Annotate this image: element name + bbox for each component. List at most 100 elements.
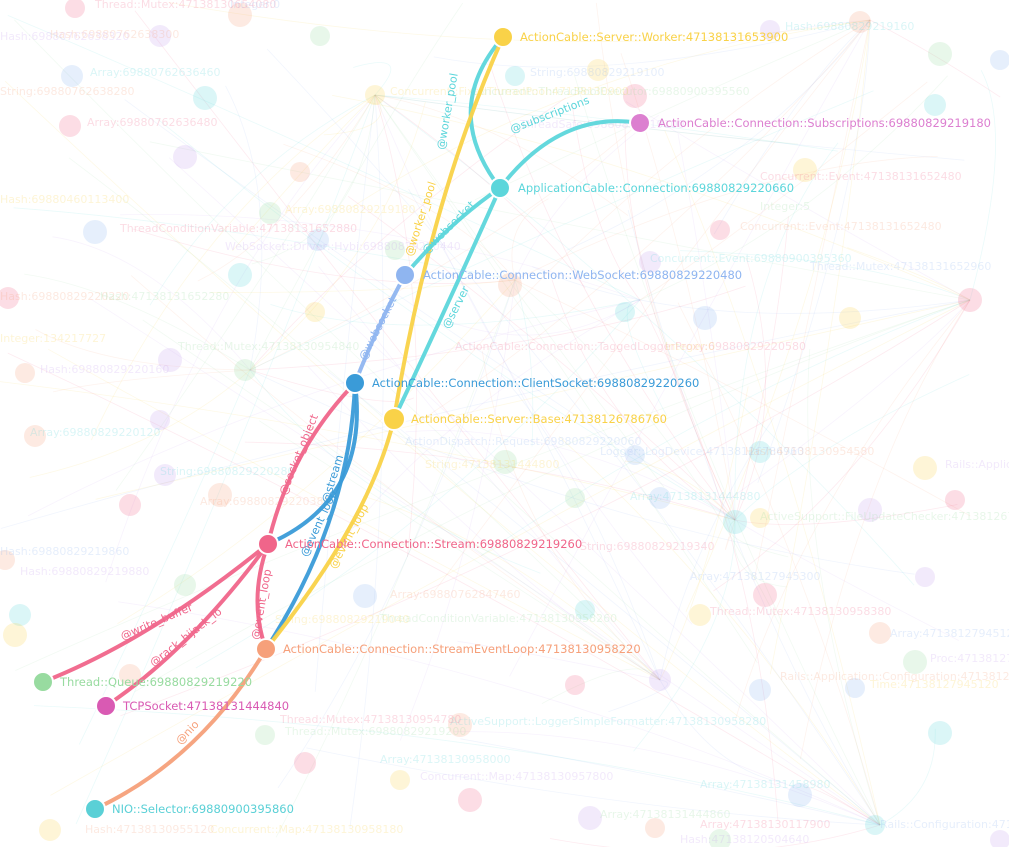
background-edge: [624, 120, 736, 521]
background-node-dot: [234, 359, 256, 381]
background-edge: [7, 352, 881, 826]
node-dot[interactable]: [344, 372, 366, 394]
background-edge: [969, 70, 996, 301]
background-edge: [753, 19, 871, 582]
background-node-dot: [385, 240, 405, 260]
background-node-label: Integer:5: [760, 200, 810, 213]
background-edge: [349, 94, 384, 828]
background-edge: [408, 188, 661, 681]
background-node-label: String:69880829219100: [530, 66, 665, 79]
background-edge: [511, 198, 549, 281]
background-node-dot: [228, 3, 252, 27]
background-node-label: Hash:69880829220220: [0, 290, 129, 303]
background-edge: [251, 94, 376, 265]
node-dot[interactable]: [95, 695, 117, 717]
background-edge: [626, 299, 668, 417]
background-edge: [659, 417, 775, 681]
background-edge: [275, 279, 516, 838]
node-worker[interactable]: ActionCable::Server::Worker:471381316539…: [492, 26, 788, 48]
background-edge: [24, 273, 251, 371]
background-edge: [327, 370, 881, 826]
background-node-label: Logger::LogDevice:47138126786960: [600, 445, 804, 458]
background-edge: [13, 207, 516, 281]
background-edge: [374, 94, 629, 216]
background-edge: [486, 56, 736, 521]
node-label: ActionCable::Connection::Subscriptions:6…: [658, 116, 991, 130]
background-edge: [149, 94, 376, 306]
background-node-dot: [749, 441, 771, 463]
node-dot[interactable]: [629, 112, 651, 134]
background-edge: [734, 216, 789, 521]
background-edge: [474, 19, 871, 201]
background-node-label: Thread::Mutex:47138130958380: [709, 605, 891, 618]
node-tcpsocket[interactable]: TCPSocket:47138131444840: [95, 695, 289, 717]
background-node-dot: [623, 84, 647, 108]
background-node-label: Thread::Mutex:47138130954840: [177, 340, 359, 353]
background-node-label: Thread::Mutex:47138130954780: [279, 713, 461, 726]
node-streamloop[interactable]: ActionCable::Connection::StreamEventLoop…: [255, 638, 641, 660]
node-dot[interactable]: [257, 533, 279, 555]
background-edge: [807, 348, 881, 826]
background-edge: [347, 299, 641, 535]
background-edge: [734, 519, 959, 641]
node-selector[interactable]: NIO::Selector:69880900395860: [84, 798, 294, 820]
background-node-dot: [645, 818, 665, 838]
node-label: TCPSocket:47138131444840: [122, 699, 289, 713]
background-edge: [514, 279, 534, 447]
node-stream[interactable]: ActionCable::Connection::Stream:69880829…: [257, 533, 582, 555]
background-node-label: Rails::Application: [945, 458, 1009, 471]
node-serverbase[interactable]: ActionCable::Server::Base:47138126786760: [382, 407, 667, 431]
background-edge: [659, 386, 749, 681]
background-node-dot: [924, 94, 946, 116]
background-edge: [120, 299, 971, 717]
highlighted-nodes: ActionCable::Server::Worker:471381316539…: [32, 26, 991, 820]
node-clientsocket[interactable]: ActionCable::Connection::ClientSocket:69…: [344, 372, 699, 394]
node-appconn[interactable]: ApplicationCable::Connection:69880829220…: [489, 177, 794, 199]
background-edge: [541, 668, 661, 704]
background-node-label: Concurrent::Map:47138130958180: [210, 823, 403, 836]
node-label: ActionCable::Server::Base:47138126786760: [411, 412, 667, 426]
background-node-dot: [390, 770, 410, 790]
node-dot[interactable]: [84, 798, 106, 820]
background-node-dot: [615, 302, 635, 322]
background-node-dot: [119, 664, 141, 686]
node-websocket[interactable]: ActionCable::Connection::WebSocket:69880…: [394, 264, 742, 286]
background-edge: [134, 299, 971, 693]
background-edge: [374, 94, 665, 488]
background-node-label: Array:47138131444860: [600, 808, 731, 821]
background-node-label: Array:47138127945120: [890, 627, 1009, 640]
node-dot[interactable]: [492, 26, 514, 48]
background-edge: [258, 420, 661, 681]
background-node-label: Integer:0: [230, 0, 280, 11]
background-node-dot: [639, 251, 661, 273]
background-node-label: Array:69880829220380: [200, 495, 331, 508]
background-node-dot: [990, 830, 1009, 847]
background-node-dot: [24, 425, 46, 447]
node-dot[interactable]: [394, 264, 416, 286]
background-node-dot: [565, 488, 585, 508]
background-edge: [734, 142, 839, 521]
edge-stream-to-clientsocket: [266, 381, 357, 546]
background-node-dot: [913, 456, 937, 480]
background-node-label: Array:69880829219180: [285, 203, 416, 216]
edge-label: @nio: [173, 718, 202, 747]
background-node-dot: [750, 508, 770, 528]
background-node-label: Hash:69880460113400: [0, 193, 129, 206]
edge-label: @socket_object: [277, 412, 322, 497]
node-dot[interactable]: [382, 407, 406, 431]
background-edge: [347, 195, 736, 521]
node-dot[interactable]: [489, 177, 511, 199]
background-node-label: Array:47138131444880: [630, 490, 761, 503]
background-node-label: ActionCable::Connection::TaggedLoggerPro…: [455, 340, 806, 353]
background-node-dot: [65, 0, 85, 18]
background-node-dot: [865, 815, 885, 835]
node-label: ActionCable::Connection::Stream:69880829…: [285, 537, 582, 551]
node-dot[interactable]: [32, 671, 54, 693]
background-node-dot: [294, 752, 316, 774]
node-subscriptions[interactable]: ActionCable::Connection::Subscriptions:6…: [629, 112, 991, 134]
background-edge: [454, 19, 871, 373]
background-node-dot: [119, 494, 141, 516]
node-dot[interactable]: [255, 638, 277, 660]
background-node-dot: [0, 550, 15, 570]
node-queue[interactable]: Thread::Queue:69880829219220: [32, 671, 252, 693]
